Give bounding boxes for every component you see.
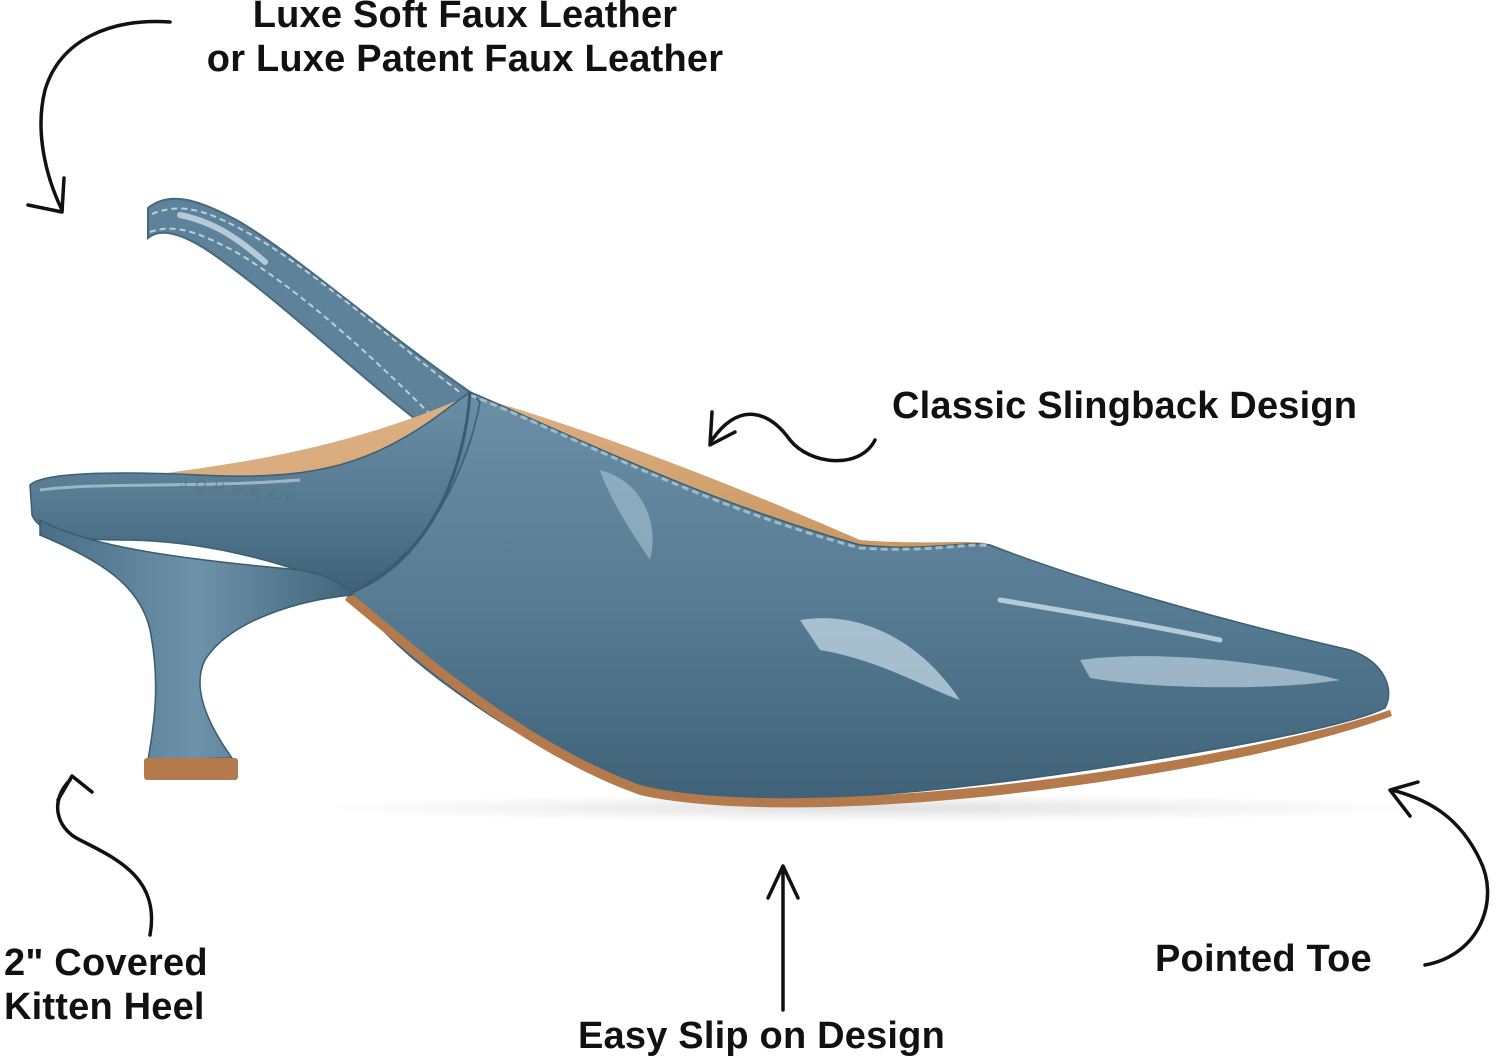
kitten-heel	[39, 518, 354, 780]
patent-gloss	[600, 470, 1340, 700]
callout-material-line2: or Luxe Patent Faux Leather	[206, 37, 724, 80]
topline-stitching	[469, 393, 991, 551]
slingback-strap	[147, 197, 472, 434]
floor-shadow	[310, 794, 1430, 822]
callout-slingback: Classic Slingback Design	[892, 385, 1358, 427]
callout-heel: 2" Covered Kitten Heel	[4, 942, 208, 1029]
shoe-upper	[348, 391, 1390, 802]
callout-heel-line2: Kitten Heel	[4, 985, 205, 1028]
callout-slip-on: Easy Slip on Design	[578, 1015, 946, 1057]
quarter-seam	[351, 391, 472, 594]
arrow-toe	[1390, 788, 1490, 967]
arrow-slingback	[710, 412, 877, 463]
callout-heel-line1: 2" Covered	[4, 942, 208, 984]
annotation-arrows	[26, 19, 1490, 1012]
callout-material-line1: Luxe Soft Faux Leather	[252, 0, 678, 36]
callout-material: Luxe Soft Faux Leather or Luxe Patent Fa…	[170, 0, 760, 81]
arrow-material	[39, 19, 172, 212]
callout-pointed-toe: Pointed Toe	[1155, 938, 1372, 980]
arrow-heel	[55, 778, 154, 937]
heel-tip	[144, 758, 238, 780]
